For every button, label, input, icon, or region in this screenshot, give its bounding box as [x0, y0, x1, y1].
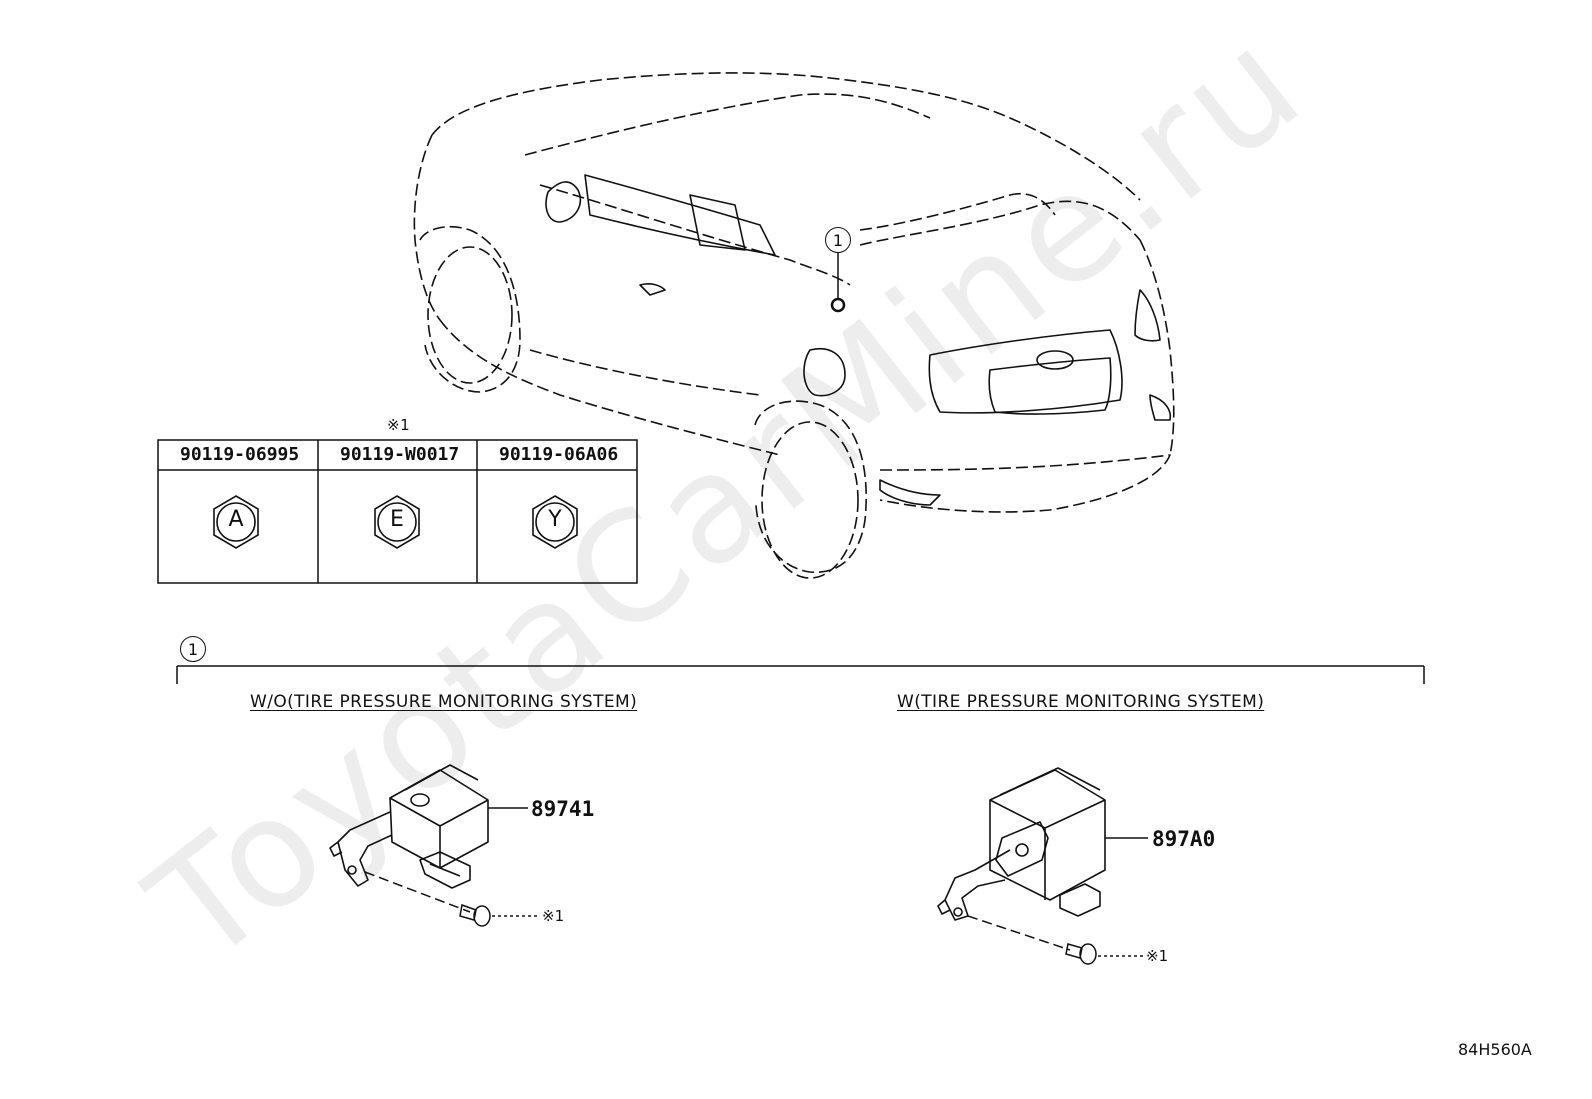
table-header-part-2: 90119-W0017 [340, 444, 460, 465]
bolt-ref-right: ※1 [1146, 947, 1169, 965]
table-note-mark: ※1 [387, 416, 411, 434]
callout-bubble-section: 1 [180, 636, 206, 662]
diagram-id: 84H560A [1458, 1040, 1532, 1059]
bolt-letter-Y: Y [548, 507, 562, 532]
callout-bubble-car: 1 [825, 227, 851, 253]
bolt-ref-left: ※1 [542, 907, 565, 925]
hex-bolt-E [374, 495, 420, 549]
part-number-89741: 89741 [531, 797, 595, 821]
hex-bolt-Y [532, 495, 578, 549]
part-number-897A0: 897A0 [1152, 827, 1216, 851]
bolt-89741-path [364, 871, 540, 927]
bolt-897A0-path [967, 915, 1144, 965]
fastener-table [157, 439, 638, 584]
table-header-part-3: 90119-06A06 [499, 444, 619, 465]
bolt-letter-E: E [390, 507, 404, 532]
hex-bolt-A [213, 495, 259, 549]
section-title-without-tpms: W/O(TIRE PRESSURE MONITORING SYSTEM) [250, 692, 638, 712]
module-89741-drawing [329, 764, 489, 889]
module-897A0-drawing [937, 767, 1106, 921]
callout-leader [830, 253, 846, 313]
bolt-letter-A: A [228, 507, 244, 532]
table-header-part-1: 90119-06995 [180, 444, 300, 465]
section-bracket [176, 665, 1425, 684]
car-outline [413, 72, 1175, 579]
car-solid-edges [545, 174, 1172, 506]
section-title-with-tpms: W(TIRE PRESSURE MONITORING SYSTEM) [897, 692, 1265, 712]
